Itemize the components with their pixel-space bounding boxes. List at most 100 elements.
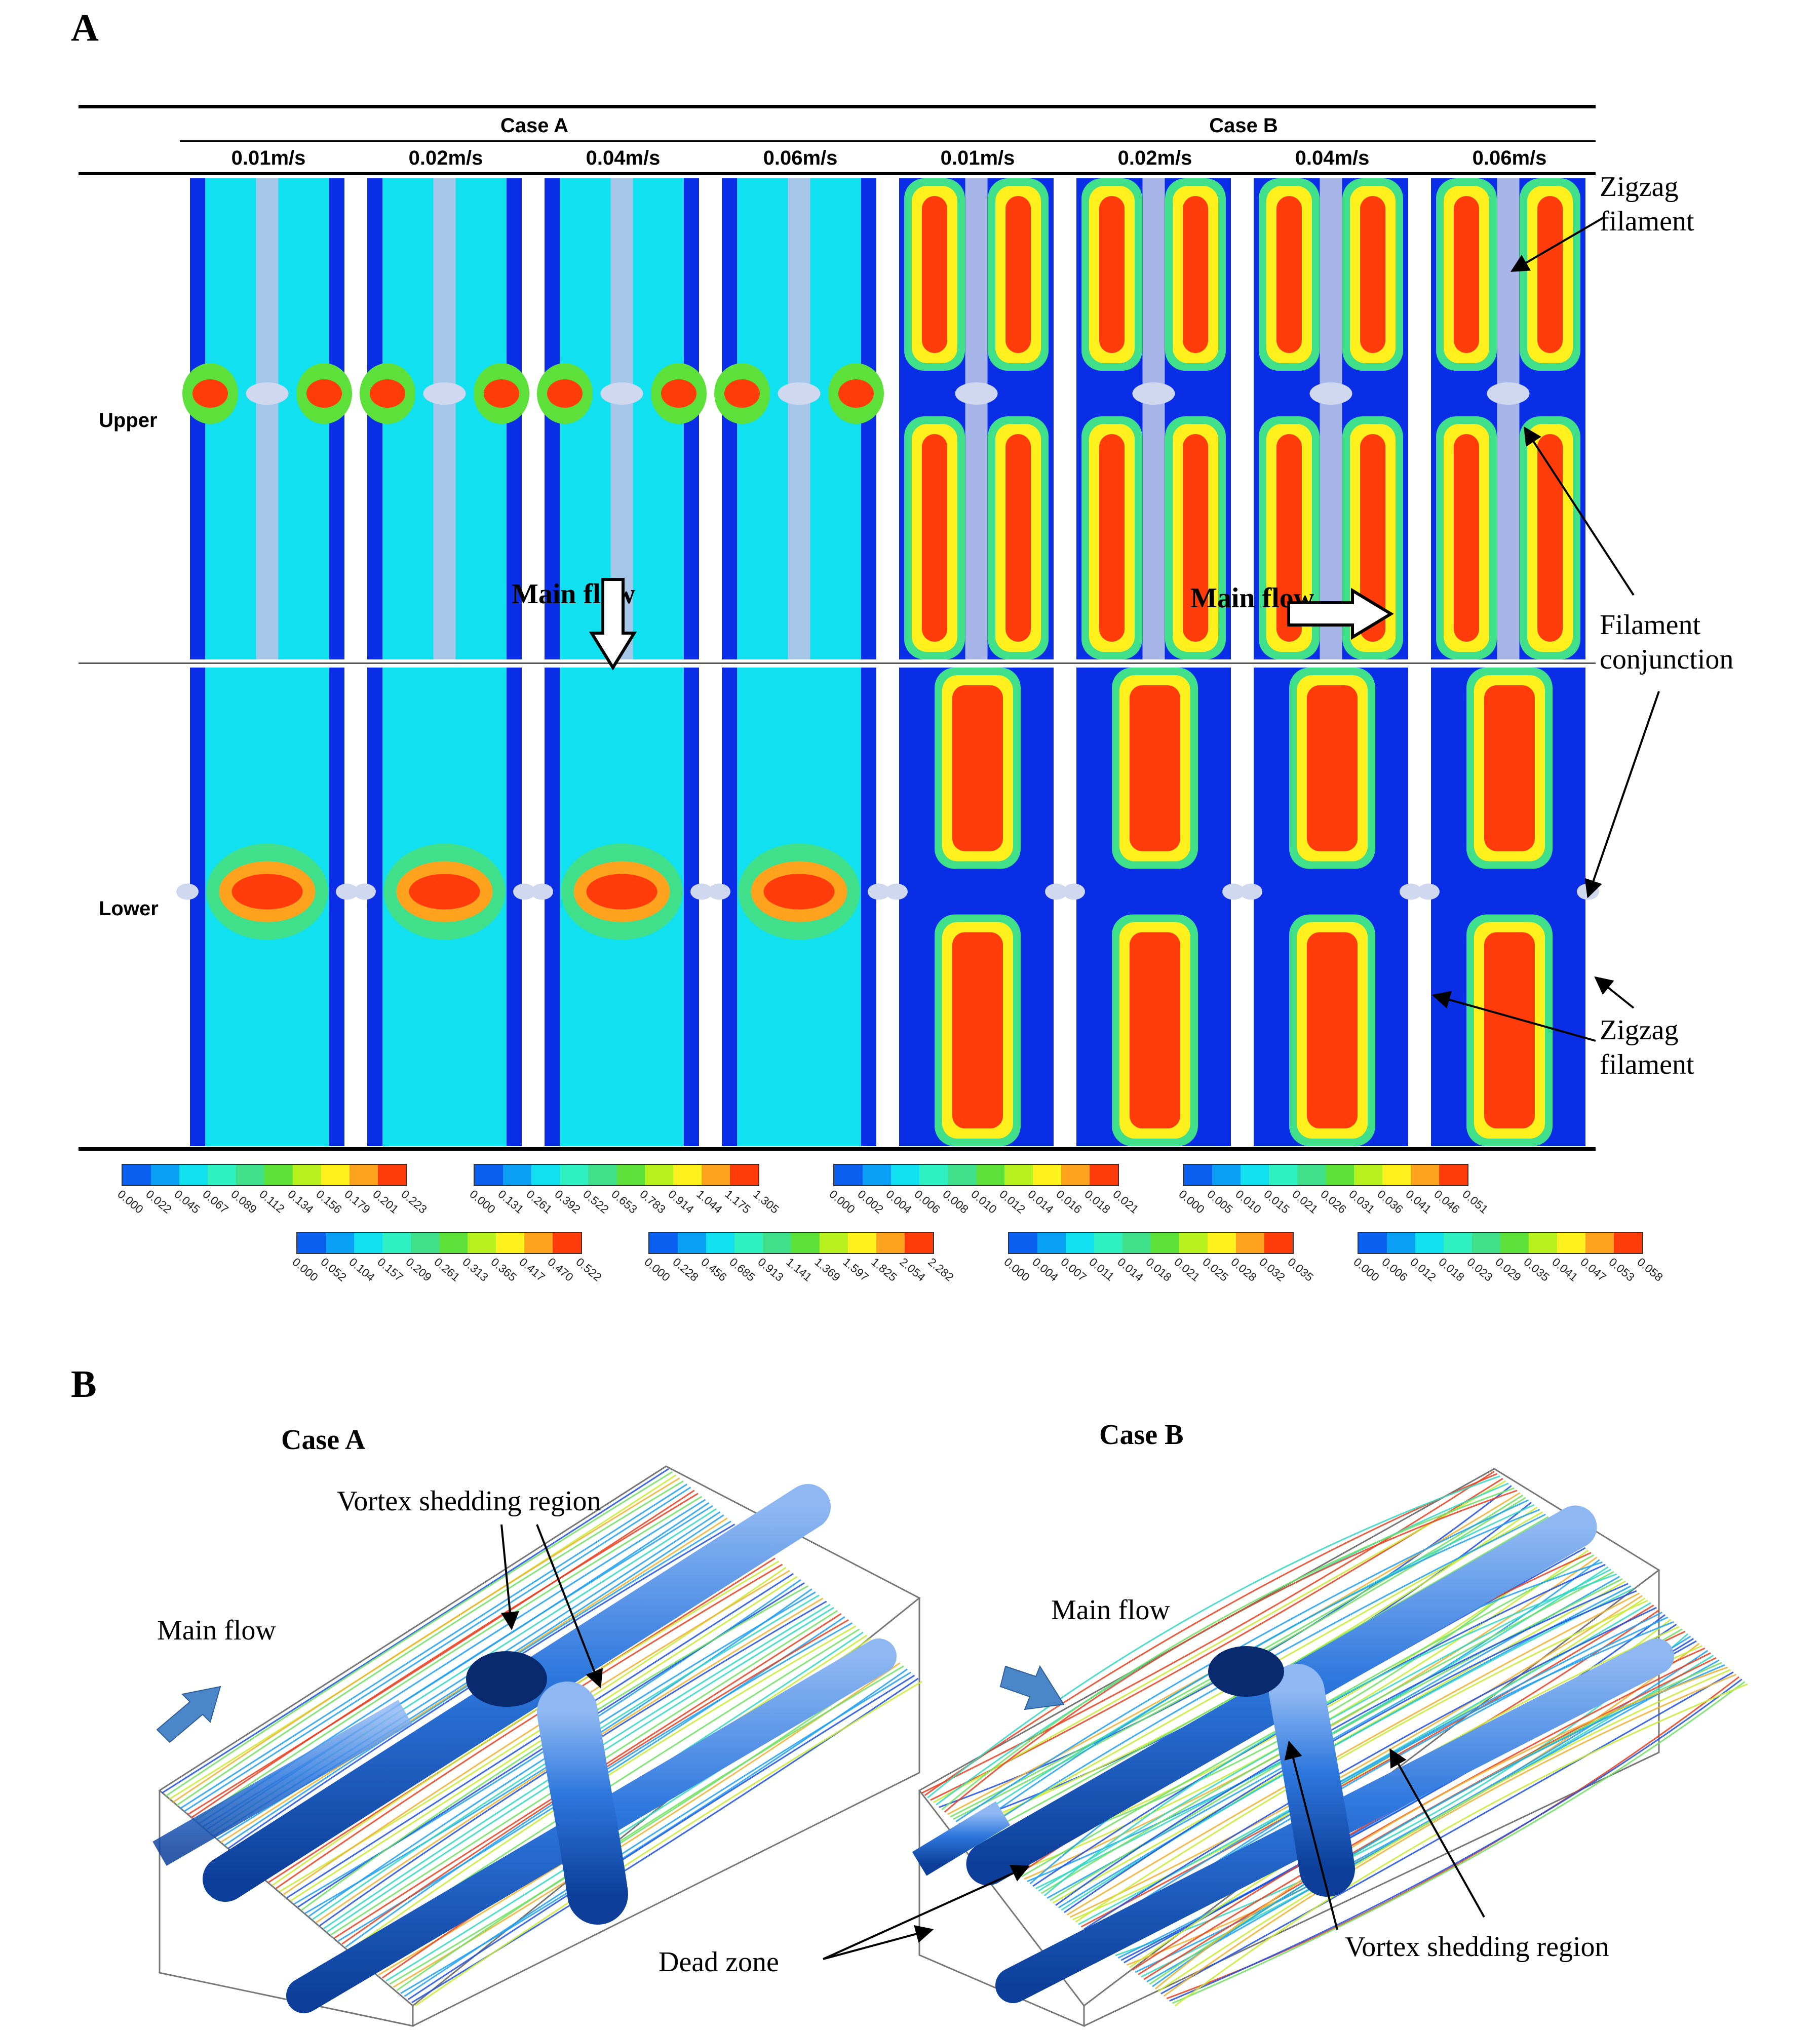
colorbar-swatch	[321, 1165, 350, 1185]
colorbar-swatch	[350, 1165, 378, 1185]
streamline	[389, 1659, 897, 1985]
colorbar-swatch	[1387, 1233, 1415, 1253]
panel-letter-b: B	[71, 1363, 97, 1405]
colorbar-swatch	[1269, 1165, 1297, 1185]
colorbar-swatch	[179, 1165, 208, 1185]
case-a-streamline-figure	[152, 1465, 922, 2027]
streamline	[191, 1493, 699, 1818]
colorbar-4	[1183, 1164, 1468, 1186]
speed-header-b1: 0.01m/s	[940, 147, 1015, 169]
streamline	[927, 1475, 1500, 1799]
streamline	[162, 1468, 669, 1794]
colorbar-3	[833, 1164, 1119, 1186]
contour-band-core	[1454, 434, 1479, 642]
colorbar-swatch	[1585, 1233, 1614, 1253]
row-divider	[79, 662, 1596, 664]
colorbar-swatch	[863, 1165, 891, 1185]
speed-header-a1: 0.01m/s	[231, 147, 306, 169]
contour-band-core	[1183, 196, 1208, 353]
streamline	[1080, 1604, 1654, 1928]
speed-header-a2: 0.02m/s	[408, 147, 483, 169]
streamline	[404, 1671, 912, 1997]
colorbar-swatch	[468, 1233, 496, 1253]
colorbar-swatch	[1179, 1233, 1208, 1253]
streamline	[1069, 1595, 1643, 1918]
colorbar-swatch	[616, 1165, 645, 1185]
streamline	[967, 1509, 1540, 1832]
contour-band-core	[1099, 196, 1125, 353]
contour-band-core	[1183, 434, 1208, 642]
colorbar-swatch	[1415, 1233, 1444, 1253]
contour-band-core	[1130, 932, 1180, 1128]
colorbar-swatch	[123, 1165, 151, 1185]
streamline	[290, 1576, 798, 1902]
filament-conjunction-label: Filament conjunction	[1600, 609, 1734, 675]
contour-edge	[722, 668, 737, 1146]
filament-strip	[256, 178, 279, 659]
colorbar-swatch	[1472, 1233, 1500, 1253]
colorbar-swatch	[524, 1233, 553, 1253]
contour-hotspot-core	[763, 874, 835, 910]
case-a-main-flow-label: Main flow	[157, 1615, 276, 1646]
colorbar-1	[122, 1164, 407, 1186]
contour-hotspot-core	[661, 379, 696, 408]
streamline	[396, 1665, 904, 1991]
row-label-upper: Upper	[99, 409, 158, 432]
colorbar-5	[296, 1232, 582, 1254]
colorbar-swatch	[1212, 1165, 1241, 1185]
streamline	[1160, 1671, 1734, 1995]
filament-strip	[1142, 178, 1165, 659]
colorbar-swatch	[1297, 1165, 1326, 1185]
filament-junction	[1417, 883, 1440, 900]
colorbar-swatch	[649, 1233, 678, 1253]
zigzag-filament-label-lower: Zigzag filament	[1600, 1014, 1694, 1080]
streamline	[187, 1490, 695, 1815]
colorbar-swatch	[876, 1233, 905, 1253]
colorbar-swatch	[1359, 1233, 1387, 1253]
colorbar-swatch	[1354, 1165, 1382, 1185]
colorbar-swatch	[1009, 1233, 1037, 1253]
panel-b-case-b-title: Case B	[1099, 1419, 1184, 1451]
case-b-main-flow-label: Main flow	[1051, 1594, 1170, 1626]
colorbar-8	[1358, 1232, 1643, 1254]
contour-band-core	[1360, 434, 1385, 642]
filament-junction	[868, 883, 890, 900]
filament-junction	[1400, 883, 1422, 900]
contour-edge	[367, 668, 382, 1146]
colorbar-swatch	[678, 1233, 706, 1253]
filament-junction	[354, 883, 376, 900]
filament-junction	[1240, 883, 1262, 900]
filament-junction	[513, 883, 535, 900]
colorbar-swatch	[820, 1233, 848, 1253]
colorbar-swatch	[496, 1233, 524, 1253]
contour-band-core	[922, 196, 947, 353]
streamline	[183, 1487, 691, 1812]
streamline	[195, 1496, 702, 1822]
contour-hotspot-core	[409, 874, 480, 910]
colorbar-swatch	[919, 1165, 948, 1185]
colorbar-7	[1008, 1232, 1294, 1254]
streamline	[921, 1470, 1495, 1794]
contour-hotspot-core	[484, 379, 519, 408]
filament-strip	[965, 178, 988, 659]
contour-hotspot-core	[838, 379, 874, 408]
colorbar-swatch	[834, 1165, 863, 1185]
colorbar-swatch	[1090, 1165, 1118, 1185]
colorbar-swatch	[1382, 1165, 1411, 1185]
colorbar-swatch	[236, 1165, 264, 1185]
colorbar-swatch	[151, 1165, 179, 1185]
colorbar-swatch	[1326, 1165, 1354, 1185]
contour-hotspot-core	[306, 379, 342, 408]
contour-band-core	[1360, 196, 1385, 353]
contour-edge	[545, 668, 560, 1146]
colorbar-swatch	[702, 1165, 730, 1185]
colorbar-swatch	[293, 1165, 321, 1185]
filament-junction	[176, 883, 199, 900]
contour-band-core	[1005, 196, 1031, 353]
contour-hotspot-core	[192, 379, 228, 408]
streamline	[272, 1560, 780, 1886]
streamline	[924, 1473, 1498, 1796]
contour-band-core	[1307, 685, 1358, 851]
contour-band-core	[1484, 932, 1535, 1128]
filament-junction	[531, 883, 553, 900]
